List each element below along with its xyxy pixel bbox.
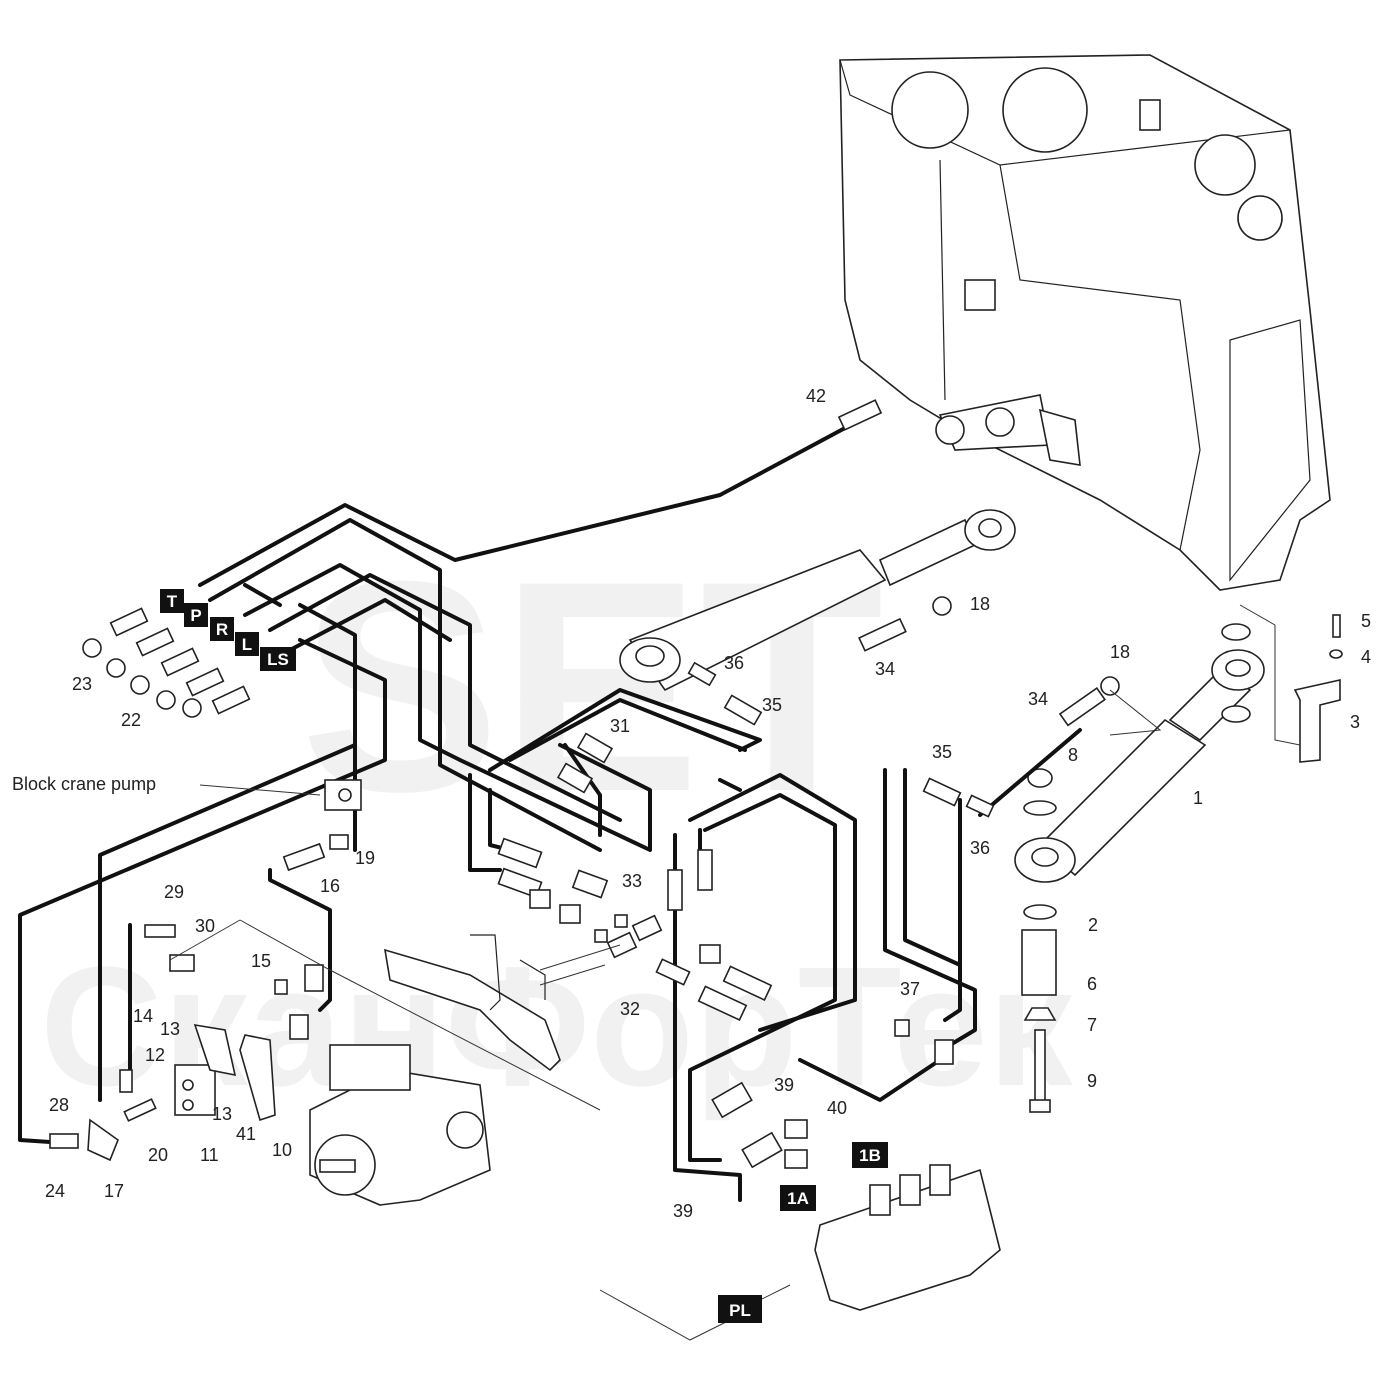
fittings — [49, 399, 1120, 1169]
callout-14: 14 — [133, 1006, 153, 1026]
callout-3: 3 — [1350, 712, 1360, 732]
tag-T: T — [160, 589, 184, 613]
callout-34a: 34 — [875, 659, 895, 679]
callout-37: 37 — [900, 979, 920, 999]
tag-1B-text: 1B — [859, 1146, 881, 1165]
callout-16: 16 — [320, 876, 340, 896]
callout-36a: 36 — [724, 653, 744, 673]
control-valve — [814, 1164, 1001, 1311]
callout-35a: 35 — [762, 695, 782, 715]
tag-PL-text: PL — [729, 1301, 751, 1320]
port-tags: T P R L LS 1B 1A PL — [160, 589, 888, 1323]
callout-13a: 13 — [160, 1019, 180, 1039]
lift-cylinder-upper — [619, 509, 1016, 692]
callout-17: 17 — [104, 1181, 124, 1201]
tag-PL: PL — [718, 1295, 762, 1323]
callout-23: 23 — [72, 674, 92, 694]
right-column-parts — [1021, 614, 1343, 1113]
callout-22: 22 — [121, 710, 141, 730]
leader-lines — [169, 604, 1301, 1341]
callout-32: 32 — [620, 999, 640, 1019]
tag-R: R — [210, 617, 234, 641]
callout-39a: 39 — [774, 1075, 794, 1095]
callout-19: 19 — [355, 848, 375, 868]
callout-18a: 18 — [970, 594, 990, 614]
hydraulic-pump — [309, 1044, 491, 1206]
hose-lines — [18, 418, 1082, 1202]
tag-1A: 1A — [780, 1185, 816, 1211]
tag-1B: 1B — [852, 1142, 888, 1168]
callout-36b: 36 — [970, 838, 990, 858]
callout-41: 41 — [236, 1124, 256, 1144]
chassis-frame — [839, 54, 1331, 591]
callout-40: 40 — [827, 1098, 847, 1118]
callout-13b: 13 — [212, 1104, 232, 1124]
tag-L-text: L — [242, 635, 252, 654]
tag-T-text: T — [167, 592, 178, 611]
tag-L: L — [235, 632, 259, 656]
callout-42: 42 — [806, 386, 826, 406]
callout-7: 7 — [1087, 1015, 1097, 1035]
callout-34b: 34 — [1028, 689, 1048, 709]
callout-6: 6 — [1087, 974, 1097, 994]
tag-P-text: P — [190, 606, 201, 625]
callout-33: 33 — [622, 871, 642, 891]
mounting-bracket — [384, 934, 561, 1072]
callout-30: 30 — [195, 916, 215, 936]
part-callouts: 1 2 3 4 5 6 7 8 9 10 11 12 13 13 14 15 1… — [45, 386, 1371, 1221]
callout-8: 8 — [1068, 745, 1078, 765]
callout-9: 9 — [1087, 1071, 1097, 1091]
tag-P: P — [184, 603, 208, 627]
callout-4: 4 — [1361, 647, 1371, 667]
tag-1A-text: 1A — [787, 1189, 809, 1208]
callout-39b: 39 — [673, 1201, 693, 1221]
block-crane-pump-label: Block crane pump — [12, 774, 156, 794]
callout-11: 11 — [200, 1145, 219, 1165]
tag-LS: LS — [260, 647, 296, 671]
callout-5: 5 — [1361, 611, 1371, 631]
callout-28: 28 — [49, 1095, 69, 1115]
callout-35b: 35 — [932, 742, 952, 762]
callout-31: 31 — [610, 716, 630, 736]
callout-12: 12 — [145, 1045, 165, 1065]
tag-R-text: R — [216, 620, 228, 639]
callout-24: 24 — [45, 1181, 65, 1201]
lift-cylinder-right — [1014, 649, 1265, 883]
callout-18b: 18 — [1110, 642, 1130, 662]
callout-1: 1 — [1193, 788, 1203, 808]
callout-10: 10 — [272, 1140, 292, 1160]
callout-2: 2 — [1088, 915, 1098, 935]
callout-29: 29 — [164, 882, 184, 902]
tag-LS-text: LS — [267, 650, 289, 669]
callout-20: 20 — [148, 1145, 168, 1165]
valve-block — [174, 1023, 276, 1122]
callout-15: 15 — [251, 951, 271, 971]
